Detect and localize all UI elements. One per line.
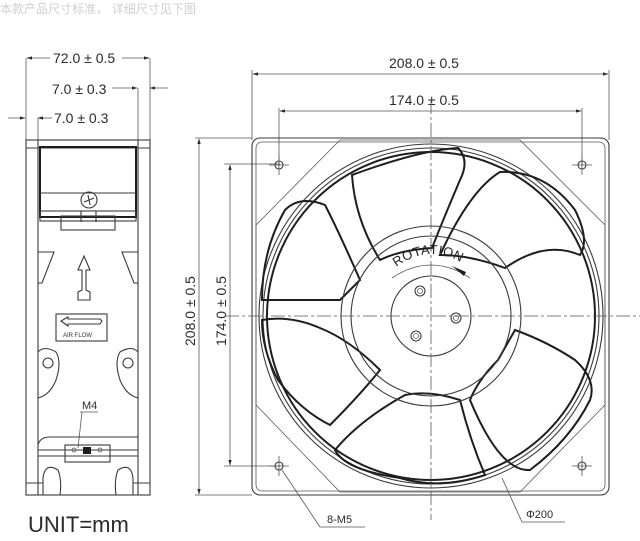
dim-side-depth: 72.0 ± 0.5 [53, 50, 115, 66]
unit-label: UNIT=mm [28, 512, 129, 537]
mount-hole-tr [572, 155, 592, 175]
mount-hole-br [572, 456, 592, 476]
impeller-diameter: Φ200 [526, 509, 553, 521]
airflow-arrow-icon [59, 316, 103, 328]
direction-arrow-icon [77, 254, 91, 301]
mount-hole-spec: 8-M5 [327, 514, 352, 526]
mount-hole-tl [269, 155, 289, 175]
rotation-arrow-icon [452, 266, 466, 276]
dim-side-flange-left: 7.0 ± 0.3 [54, 110, 109, 126]
fan-blades [260, 146, 593, 485]
screw-size-label: M4 [82, 400, 97, 412]
airflow-label: AIR FLOW [63, 333, 92, 339]
front-view: 208.0 ± 0.5 174.0 ± 0.5 208.0 ± 0.5 174.… [182, 55, 640, 528]
dim-front-hole-spacing-h: 174.0 ± 0.5 [389, 92, 459, 108]
screw-icon [80, 191, 98, 209]
mount-hole-bl [269, 456, 289, 476]
side-view: 72.0 ± 0.5 7.0 ± 0.3 7.0 ± 0.3 AIR F [8, 48, 168, 496]
dim-front-width: 208.0 ± 0.5 [389, 55, 459, 71]
dim-side-flange-right: 7.0 ± 0.3 [52, 81, 107, 97]
dim-front-height: 208.0 ± 0.5 [182, 276, 198, 346]
dim-front-hole-spacing-v: 174.0 ± 0.5 [213, 276, 229, 346]
watermark-text: 本款产品尺寸标准， 详细尺寸见下图 [0, 1, 196, 16]
